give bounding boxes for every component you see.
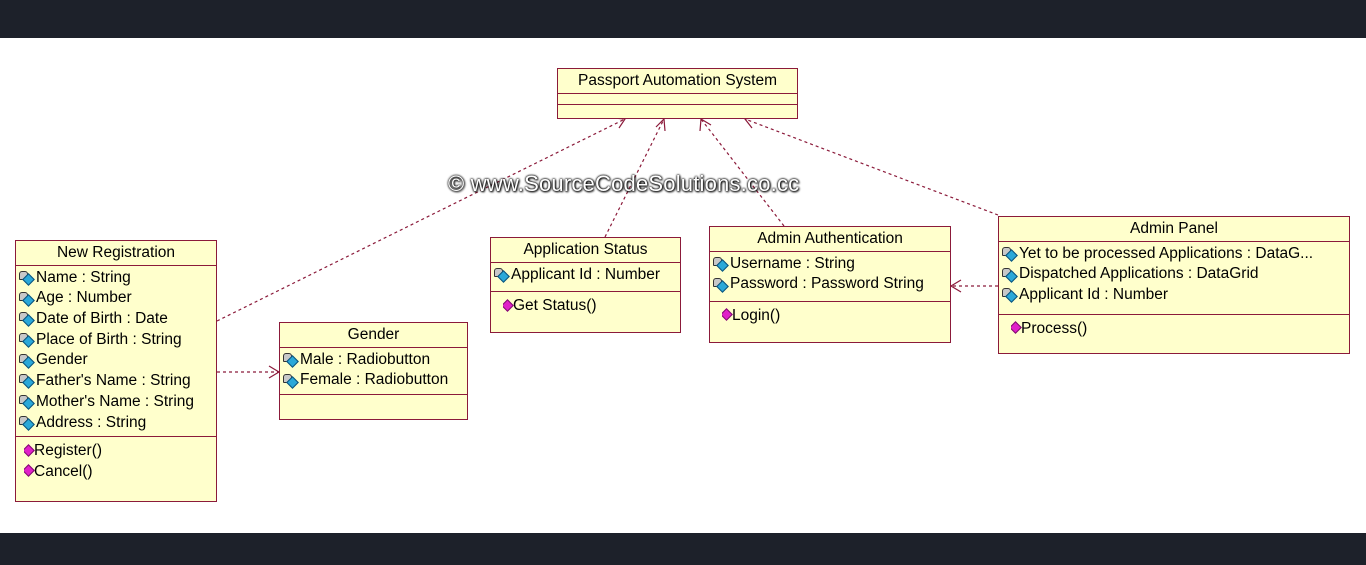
- attributes-compartment: Name : String Age : Number Date of Birth…: [16, 266, 216, 438]
- private-attribute-icon: [18, 394, 36, 411]
- top-frame-bar: [0, 0, 1366, 38]
- class-new-registration[interactable]: New Registration Name : String Age : Num…: [15, 240, 217, 502]
- private-attribute-icon: [18, 415, 36, 431]
- attribute-row: Gender: [18, 350, 214, 371]
- attribute-row: Date of Birth : Date: [18, 309, 214, 330]
- private-attribute-icon: [18, 311, 36, 328]
- attribute-row: Name : String: [18, 268, 214, 289]
- attributes-compartment: Yet to be processed Applications : DataG…: [999, 242, 1349, 315]
- class-name: Passport Automation System: [558, 69, 797, 94]
- private-attribute-icon: [712, 256, 730, 272]
- private-attribute-icon: [1001, 287, 1019, 304]
- arrowhead: [613, 117, 627, 129]
- private-attribute-icon: [18, 270, 36, 286]
- attribute-row: Place of Birth : String: [18, 330, 214, 351]
- attribute-row: Password : Password String: [712, 274, 948, 295]
- attribute-row: Father's Name : String: [18, 371, 214, 392]
- class-gender[interactable]: Gender Male : Radiobutton Female : Radio…: [279, 322, 468, 420]
- private-attribute-icon: [282, 373, 300, 389]
- dependency-adminpanel-to-system: [744, 118, 999, 216]
- class-passport-automation-system[interactable]: Passport Automation System: [557, 68, 798, 119]
- private-attribute-icon: [1001, 267, 1019, 283]
- private-attribute-icon: [282, 352, 300, 368]
- class-admin-authentication[interactable]: Admin Authentication Username : String P…: [709, 226, 951, 343]
- operation-icon: [503, 299, 513, 315]
- operation-icon: [722, 308, 732, 324]
- operation-row: Get Status(): [503, 296, 678, 317]
- operation-row: Login(): [722, 306, 948, 327]
- watermark-text: © www.SourceCodeSolutions.co.cc: [448, 171, 800, 196]
- operations-compartment: Login(): [710, 302, 950, 329]
- arrowhead: [699, 117, 712, 132]
- attributes-compartment: Applicant Id : Number: [491, 263, 680, 293]
- attribute-row: Male : Radiobutton: [282, 350, 465, 371]
- bottom-frame-bar: [0, 533, 1366, 565]
- operation-row: Register(): [24, 441, 214, 462]
- attributes-compartment: [558, 94, 797, 105]
- arrowhead: [655, 117, 666, 132]
- class-admin-panel[interactable]: Admin Panel Yet to be processed Applicat…: [998, 216, 1350, 354]
- attribute-row: Username : String: [712, 254, 948, 275]
- private-attribute-icon: [712, 277, 730, 293]
- attribute-row: Address : String: [18, 413, 214, 434]
- attribute-row: Applicant Id : Number: [1001, 285, 1347, 306]
- operation-icon: [24, 464, 34, 480]
- operation-row: Process(): [1011, 319, 1347, 340]
- class-name: Admin Panel: [999, 217, 1349, 242]
- class-application-status[interactable]: Application Status Applicant Id : Number…: [490, 237, 681, 333]
- private-attribute-icon: [18, 353, 36, 369]
- private-attribute-icon: [493, 267, 511, 283]
- attribute-row: Applicant Id : Number: [493, 265, 678, 286]
- class-name: Admin Authentication: [710, 227, 950, 252]
- attributes-compartment: Male : Radiobutton Female : Radiobutton: [280, 348, 467, 396]
- operation-icon: [24, 444, 34, 460]
- arrowhead: [268, 365, 281, 379]
- operations-compartment: Get Status(): [491, 292, 680, 319]
- private-attribute-icon: [18, 291, 36, 307]
- uml-class-diagram: Passport Automation System New Registrat…: [0, 38, 1366, 533]
- attribute-row: Female : Radiobutton: [282, 370, 465, 391]
- operations-compartment: Process(): [999, 315, 1349, 342]
- attribute-row: Dispatched Applications : DataGrid: [1001, 264, 1347, 285]
- class-name: New Registration: [16, 241, 216, 266]
- attribute-row: Age : Number: [18, 288, 214, 309]
- private-attribute-icon: [18, 332, 36, 348]
- attribute-row: Yet to be processed Applications : DataG…: [1001, 244, 1347, 265]
- attribute-row: Mother's Name : String: [18, 392, 214, 413]
- operations-compartment: Register() Cancel(): [16, 437, 216, 484]
- operation-icon: [1011, 321, 1021, 337]
- class-name: Gender: [280, 323, 467, 348]
- operation-row: Cancel(): [24, 462, 214, 483]
- arrowhead: [949, 279, 962, 293]
- operations-compartment: [558, 105, 797, 115]
- class-name: Application Status: [491, 238, 680, 263]
- private-attribute-icon: [18, 373, 36, 390]
- private-attribute-icon: [1001, 246, 1019, 262]
- attributes-compartment: Username : String Password : Password St…: [710, 252, 950, 303]
- operations-compartment: [280, 395, 467, 409]
